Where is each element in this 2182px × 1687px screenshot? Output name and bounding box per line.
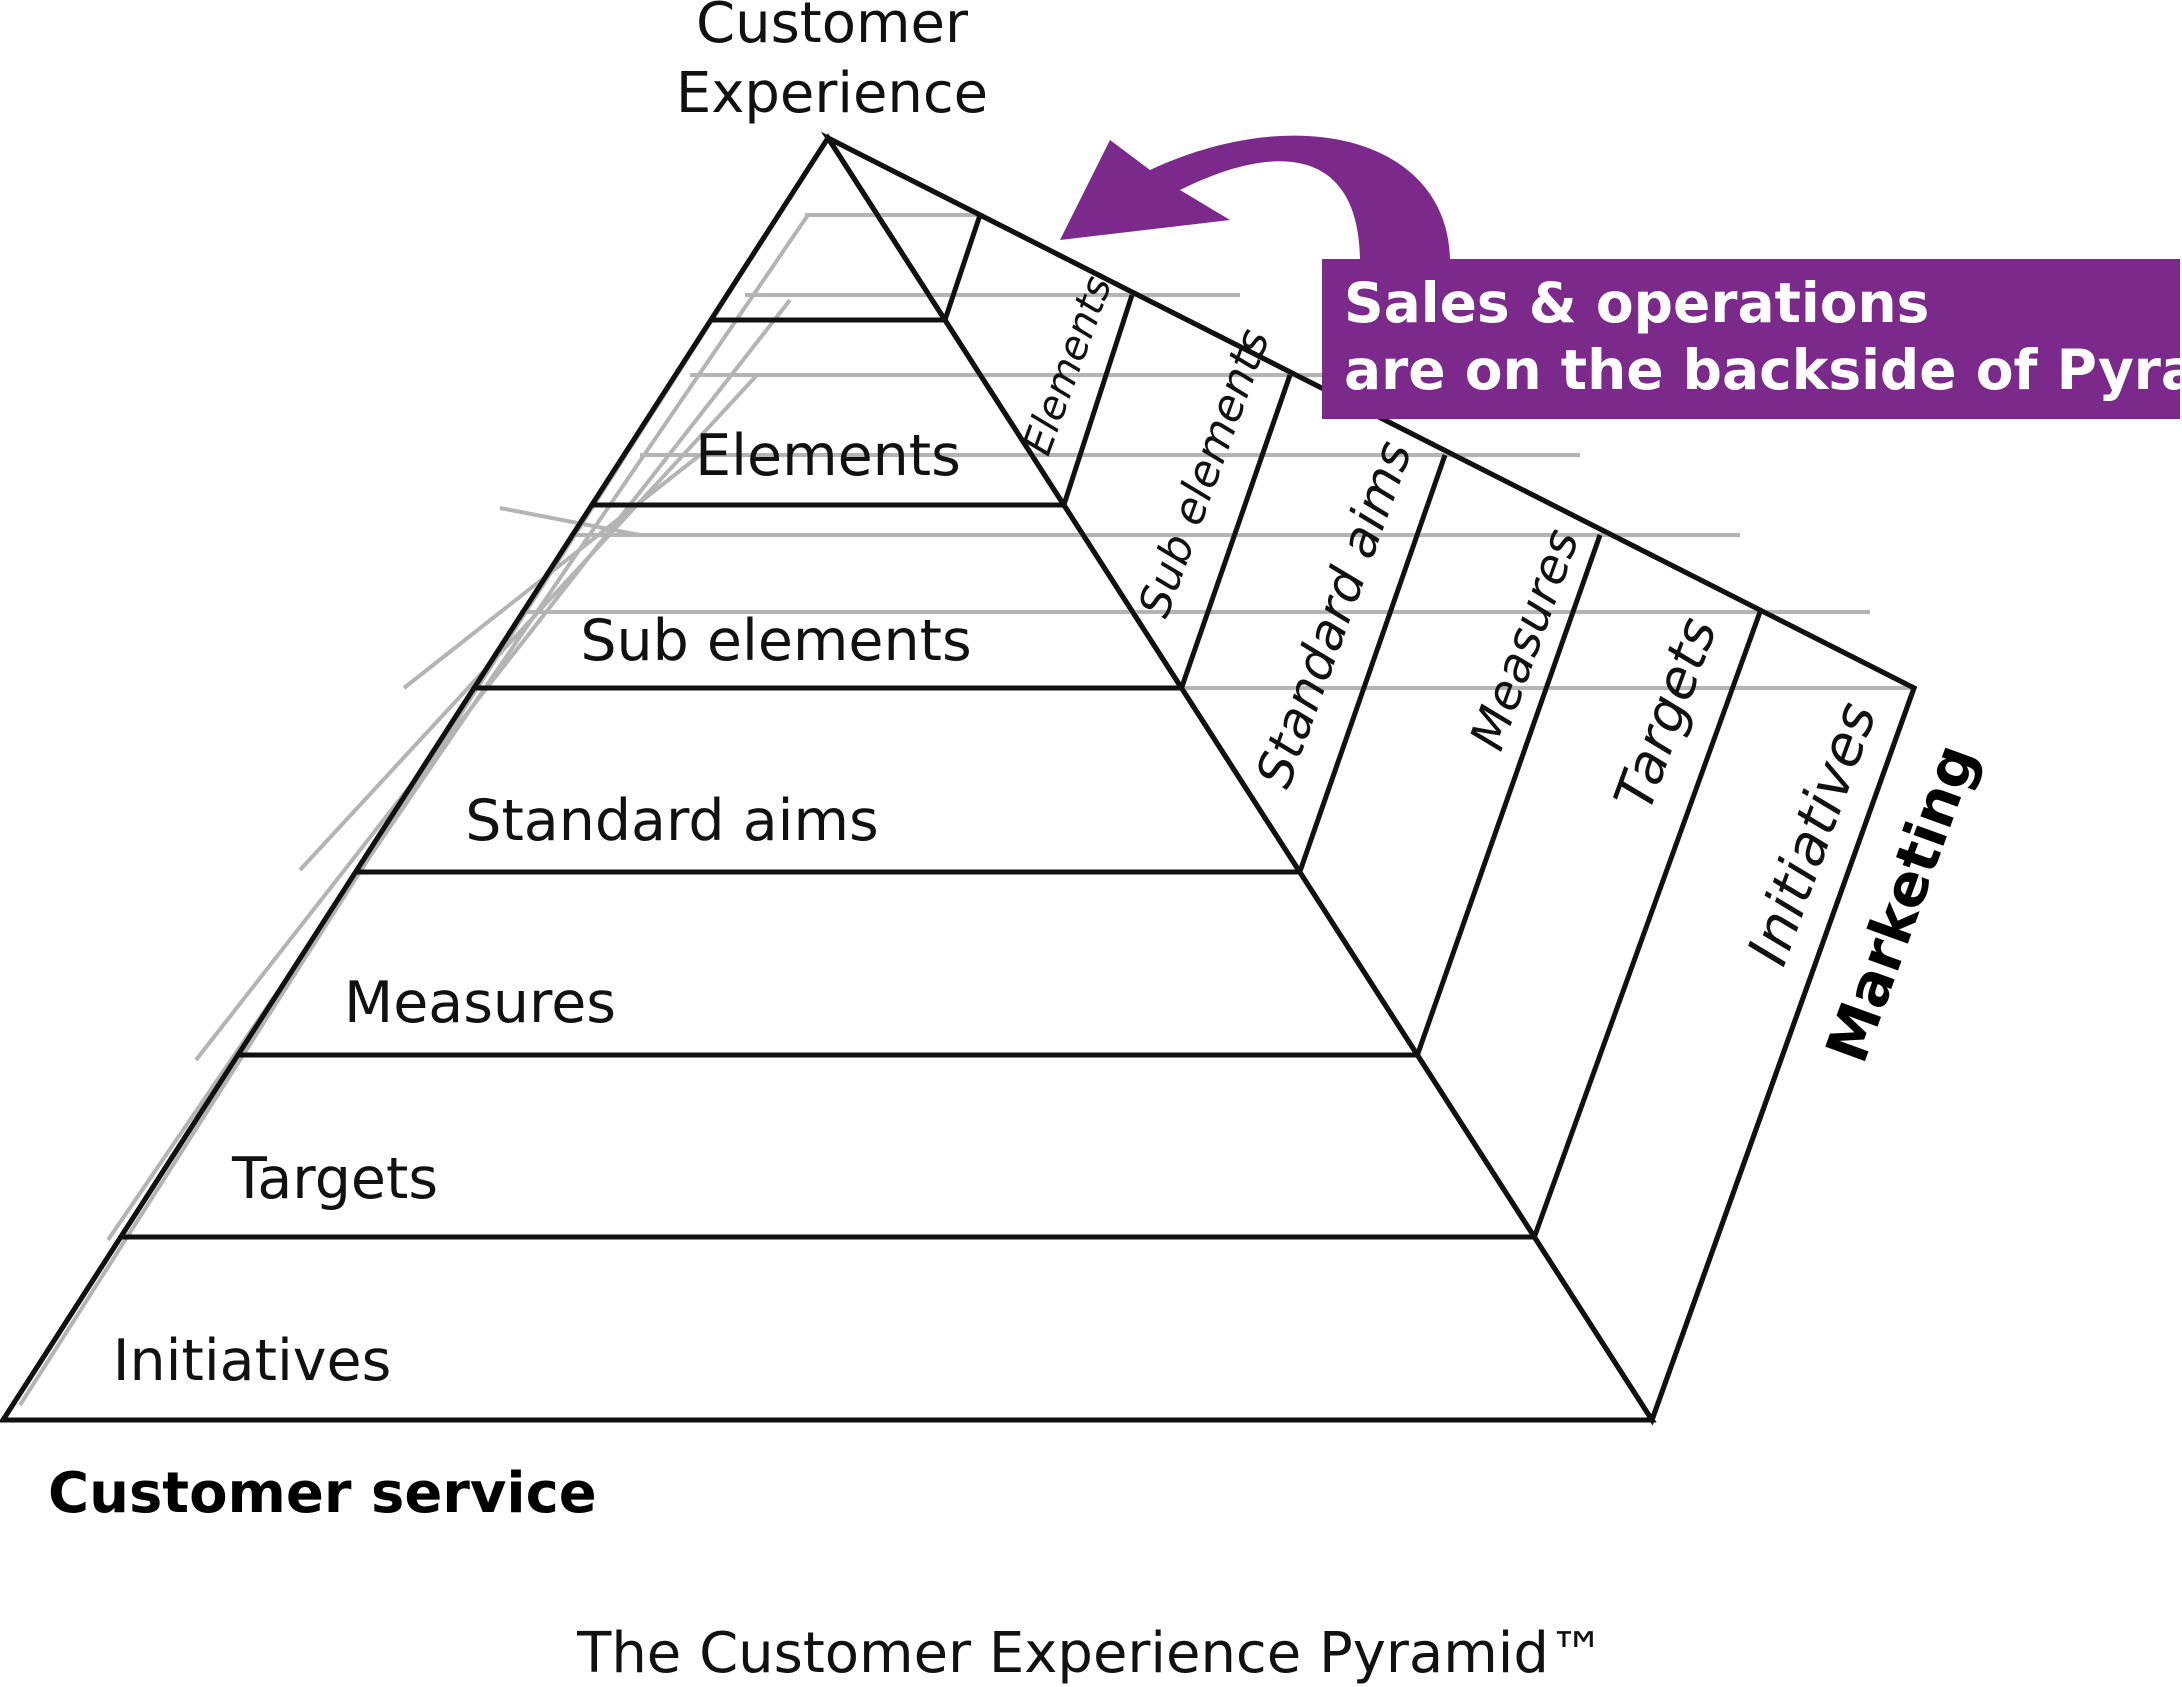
front-tier-label-measures: Measures bbox=[344, 970, 616, 1036]
callout-box bbox=[1322, 259, 2180, 419]
side-tier-divider bbox=[942, 214, 983, 321]
apex-label-line-2: Experience bbox=[676, 61, 988, 126]
side-tier-divider bbox=[1415, 534, 1603, 1056]
customer-service-label: Customer service bbox=[48, 1461, 597, 1526]
callout-text-line-2: are on the backside of Pyramid bbox=[1344, 338, 2182, 402]
diagram-caption: The Customer Experience Pyramid™ bbox=[576, 1621, 1605, 1686]
front-tier-dividers bbox=[120, 317, 1535, 1240]
apex-label-line-1: Customer bbox=[696, 0, 969, 56]
side-tier-label-standard-aims: Standard aims bbox=[1245, 433, 1424, 794]
callout-curved-arrow bbox=[1060, 135, 1450, 262]
front-tier-label-sub-elements: Sub elements bbox=[580, 608, 971, 674]
side-tier-divider bbox=[1061, 294, 1135, 506]
front-tier-label-elements: Elements bbox=[695, 423, 961, 489]
front-tier-label-targets: Targets bbox=[231, 1146, 438, 1212]
side-tier-label-measures: Measures bbox=[1459, 522, 1590, 757]
side-tier-label-targets: Targets bbox=[1602, 609, 1729, 818]
side-tier-label-elements: Elements bbox=[1014, 270, 1121, 461]
side-tier-divider bbox=[1297, 454, 1448, 873]
side-tier-divider bbox=[1179, 374, 1293, 689]
side-face-outline bbox=[826, 135, 1918, 1421]
front-tier-label-standard-aims: Standard aims bbox=[465, 788, 878, 854]
callout-text-line-1: Sales & operations bbox=[1344, 271, 1929, 335]
side-hidden-edges bbox=[480, 213, 1914, 690]
side-tier-dividers bbox=[942, 214, 1763, 1238]
front-tier-label-initiatives: Initiatives bbox=[113, 1328, 392, 1394]
side-tier-divider bbox=[1532, 611, 1763, 1238]
front-face-outline bbox=[0, 133, 1657, 1423]
